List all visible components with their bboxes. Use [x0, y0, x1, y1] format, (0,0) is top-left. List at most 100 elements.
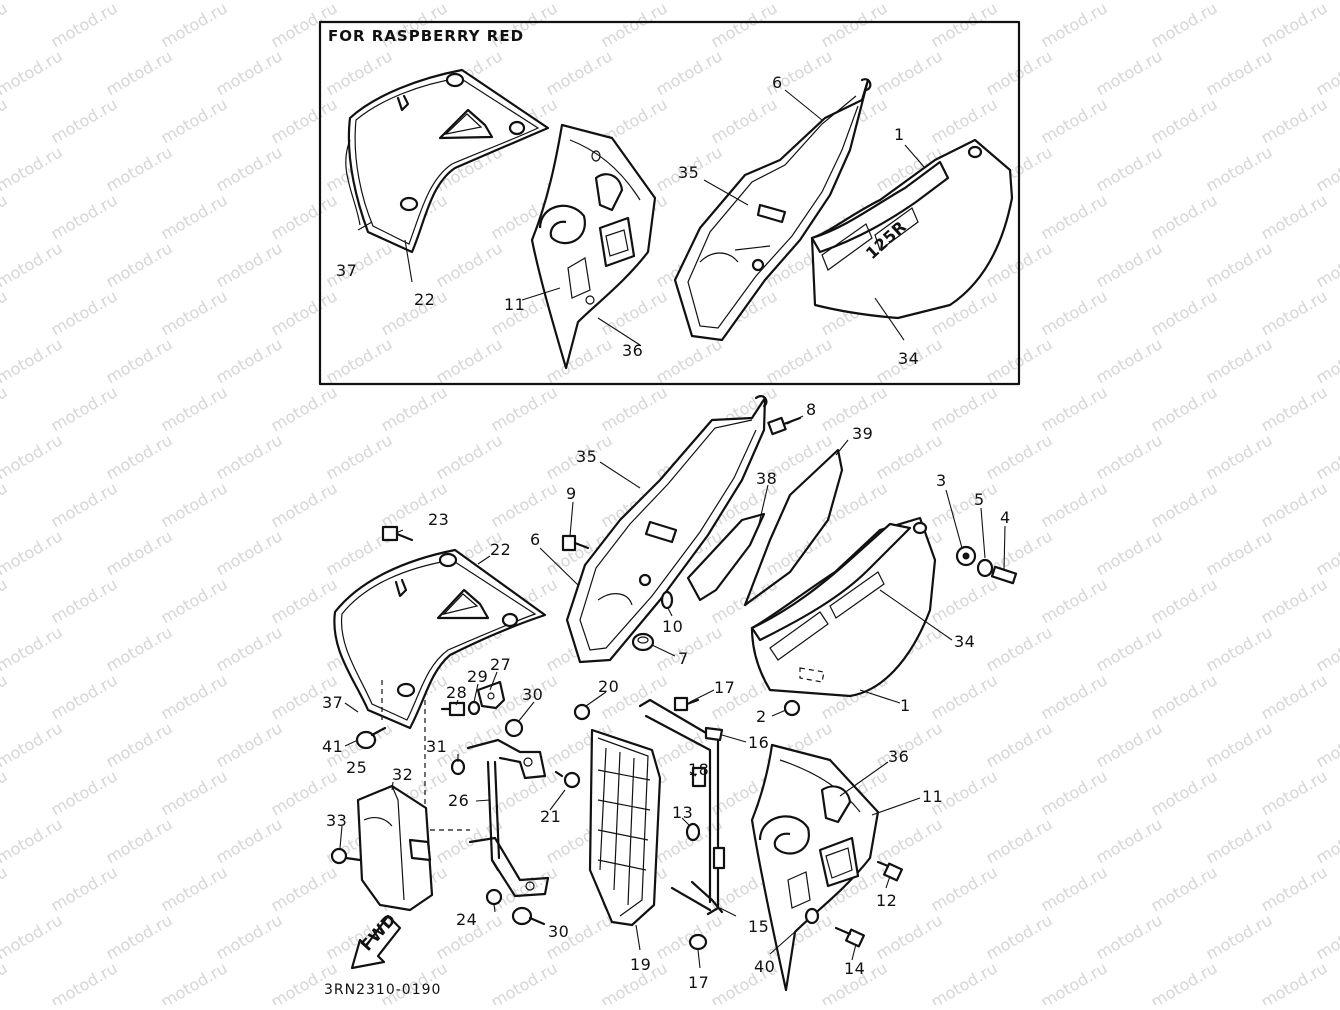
watermark-text: motod.ru — [0, 670, 11, 723]
watermark-text: motod.ru — [1203, 718, 1276, 771]
watermark-text: motod.ru — [0, 958, 11, 1005]
label-22: 22 — [490, 540, 511, 559]
watermark-text: motod.ru — [1258, 190, 1331, 243]
watermark-text: motod.ru — [48, 0, 121, 51]
label-25: 25 — [346, 758, 367, 777]
watermark-text: motod.ru — [0, 0, 11, 51]
watermark-text: motod.ru — [103, 46, 176, 99]
watermark-text: motod.ru — [873, 430, 946, 483]
watermark-text: motod.ru — [0, 334, 66, 387]
watermark-text: motod.ru — [1093, 718, 1166, 771]
grommet-7 — [633, 634, 653, 650]
label-40: 40 — [754, 957, 775, 976]
watermark-text: motod.ru — [763, 334, 836, 387]
bolt-30-upper — [506, 720, 522, 736]
watermark-text: motod.ru — [543, 46, 616, 99]
watermark-text: motod.ru — [1093, 430, 1166, 483]
watermark-text: motod.ru — [48, 94, 121, 147]
label-23: 23 — [428, 510, 449, 529]
watermark-text: motod.ru — [708, 0, 781, 51]
watermark-text: motod.ru — [0, 478, 11, 531]
watermark-text: motod.ru — [1038, 478, 1111, 531]
diagram-code: 3RN2310-0190 — [324, 982, 441, 998]
watermark-text: motod.ru — [0, 430, 66, 483]
label-7: 7 — [678, 649, 689, 668]
watermark-text: motod.ru — [378, 382, 451, 435]
label-2: 2 — [756, 707, 767, 726]
watermark-text: motod.ru — [213, 238, 286, 291]
watermark-text: motod.ru — [1148, 382, 1221, 435]
watermark-text: motod.ru — [653, 46, 726, 99]
watermark-text: motod.ru — [1258, 0, 1331, 51]
watermark-text: motod.ru — [1093, 142, 1166, 195]
watermark-text: motod.ru — [818, 478, 891, 531]
watermark-text: motod.ru — [0, 190, 11, 243]
watermark-text: motod.ru — [323, 238, 396, 291]
watermark-text: motod.ru — [158, 286, 231, 339]
watermark-text: motod.ru — [488, 958, 561, 1005]
bolt-17-lower — [690, 935, 706, 949]
watermark-text: motod.ru — [1038, 670, 1111, 723]
watermark-text: motod.ru — [433, 430, 506, 483]
watermark-text: motod.ru — [103, 238, 176, 291]
watermark-text: motod.ru — [0, 910, 66, 963]
watermark-text: motod.ru — [1093, 910, 1166, 963]
watermark-text: motod.ru — [158, 190, 231, 243]
clip-31 — [452, 760, 464, 774]
radiator-guard-32 — [358, 786, 432, 910]
watermark-text: motod.ru — [653, 334, 726, 387]
watermark-text: motod.ru — [653, 910, 726, 963]
watermark-text: motod.ru — [433, 238, 506, 291]
watermark-text: motod.ru — [323, 46, 396, 99]
label-6: 6 — [530, 530, 541, 549]
label-38: 38 — [756, 469, 777, 488]
watermark-text: motod.ru — [1093, 814, 1166, 867]
watermark-text: motod.ru — [213, 430, 286, 483]
watermark-text: motod.ru — [0, 622, 66, 675]
watermark-text: motod.ru — [323, 334, 396, 387]
watermark-text: motod.ru — [1258, 766, 1331, 819]
watermark-text: motod.ru — [0, 574, 11, 627]
watermark-text: motod.ru — [48, 958, 121, 1005]
watermark-text: motod.ru — [103, 334, 176, 387]
inset-title: FOR RASPBERRY RED — [328, 27, 524, 45]
label-15: 15 — [748, 917, 769, 936]
label-11: 11 — [504, 295, 525, 314]
label-17-lower: 17 — [688, 973, 709, 992]
label-35: 35 — [576, 447, 597, 466]
watermark-text: motod.ru — [928, 94, 1001, 147]
watermark-text: motod.ru — [1148, 94, 1221, 147]
watermark-text: motod.ru — [1038, 862, 1111, 915]
watermark-text: motod.ru — [433, 334, 506, 387]
watermark-text: motod.ru — [103, 430, 176, 483]
watermark-text: motod.ru — [213, 622, 286, 675]
watermark-text: motod.ru — [48, 766, 121, 819]
watermark-text: motod.ru — [1148, 574, 1221, 627]
watermark-text: motod.ru — [213, 910, 286, 963]
label-39: 39 — [852, 424, 873, 443]
watermark-text: motod.ru — [268, 190, 341, 243]
watermark-text: motod.ru — [1203, 238, 1276, 291]
watermark-text: motod.ru — [1038, 190, 1111, 243]
watermark-text: motod.ru — [1258, 670, 1331, 723]
label-30-lower: 30 — [548, 922, 569, 941]
bolt-21 — [556, 772, 579, 787]
side-cover-1 — [752, 518, 935, 696]
watermark-text: motod.ru — [983, 622, 1056, 675]
label-4: 4 — [1000, 508, 1011, 527]
watermark-text: motod.ru — [158, 94, 231, 147]
label-5: 5 — [974, 490, 985, 509]
watermark-text: motod.ru — [0, 142, 66, 195]
watermark-text: motod.ru — [158, 0, 231, 51]
watermark-text: motod.ru — [1093, 46, 1166, 99]
watermark-text: motod.ru — [1093, 238, 1166, 291]
watermark-text: motod.ru — [1203, 622, 1276, 675]
watermark-text: motod.ru — [1258, 574, 1331, 627]
collar-10 — [662, 592, 672, 608]
watermark-text: motod.ru — [0, 46, 66, 99]
watermark-text: motod.ru — [268, 382, 341, 435]
watermark-text: motod.ru — [1258, 958, 1331, 1005]
watermark-text: motod.ru — [158, 574, 231, 627]
watermark-text: motod.ru — [48, 190, 121, 243]
watermark-text: motod.ru — [1093, 622, 1166, 675]
